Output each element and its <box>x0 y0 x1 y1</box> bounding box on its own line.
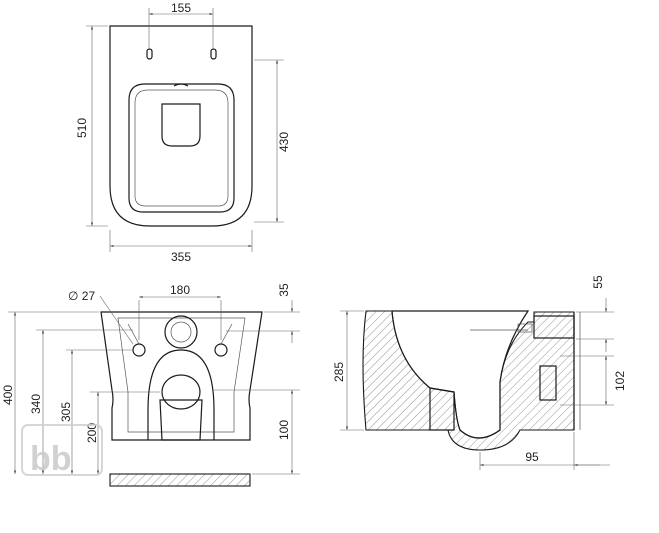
dim-285: 285 <box>332 362 346 382</box>
front-view-bolt-hole-right <box>214 343 228 357</box>
dim-100: 100 <box>277 420 291 440</box>
top-view-inner-opening <box>128 83 235 213</box>
top-view-outline <box>109 25 253 227</box>
dim-seat-length: 430 <box>277 132 291 152</box>
brand-logo-text: bb <box>30 440 72 478</box>
dim-95: 95 <box>525 450 539 464</box>
front-view-bolt-hole-left <box>132 343 146 357</box>
front-view-cavity <box>147 349 215 440</box>
dim-55: 55 <box>591 275 605 289</box>
front-view-outlet <box>159 399 203 441</box>
side-view: 55 285 102 95 <box>332 275 627 470</box>
front-view-flush-inlet <box>164 315 198 349</box>
brand-logo: bb <box>21 424 103 478</box>
dim-height: 400 <box>1 385 15 405</box>
top-view-inner-rim <box>134 89 229 207</box>
dim-305: 305 <box>59 402 73 422</box>
front-view: ∅ 27 180 35 400 340 305 200 100 <box>1 283 300 487</box>
dim-340: 340 <box>29 394 43 414</box>
side-view-section <box>362 310 575 451</box>
front-view-outline <box>100 311 263 441</box>
dim-102: 102 <box>613 371 627 391</box>
dim-hole-diameter: ∅ 27 <box>68 289 95 303</box>
dim-width: 355 <box>171 250 191 264</box>
dim-bolt-spacing: 180 <box>170 283 190 297</box>
side-view-outlet <box>539 365 557 401</box>
top-view: 155 510 430 355 <box>75 1 291 264</box>
top-view-flush-hole <box>173 83 189 87</box>
dim-top-offset: 35 <box>277 283 291 297</box>
front-view-outlet-hole <box>161 374 201 410</box>
dim-hole-spacing: 155 <box>171 1 191 15</box>
top-view-drain <box>161 103 201 147</box>
side-view-bowl <box>391 310 530 439</box>
side-view-trap <box>429 387 455 431</box>
dim-length: 510 <box>75 118 89 138</box>
top-view-mounting-holes <box>146 48 217 60</box>
front-view-floor-block <box>109 473 251 487</box>
dim-200: 200 <box>85 423 99 443</box>
